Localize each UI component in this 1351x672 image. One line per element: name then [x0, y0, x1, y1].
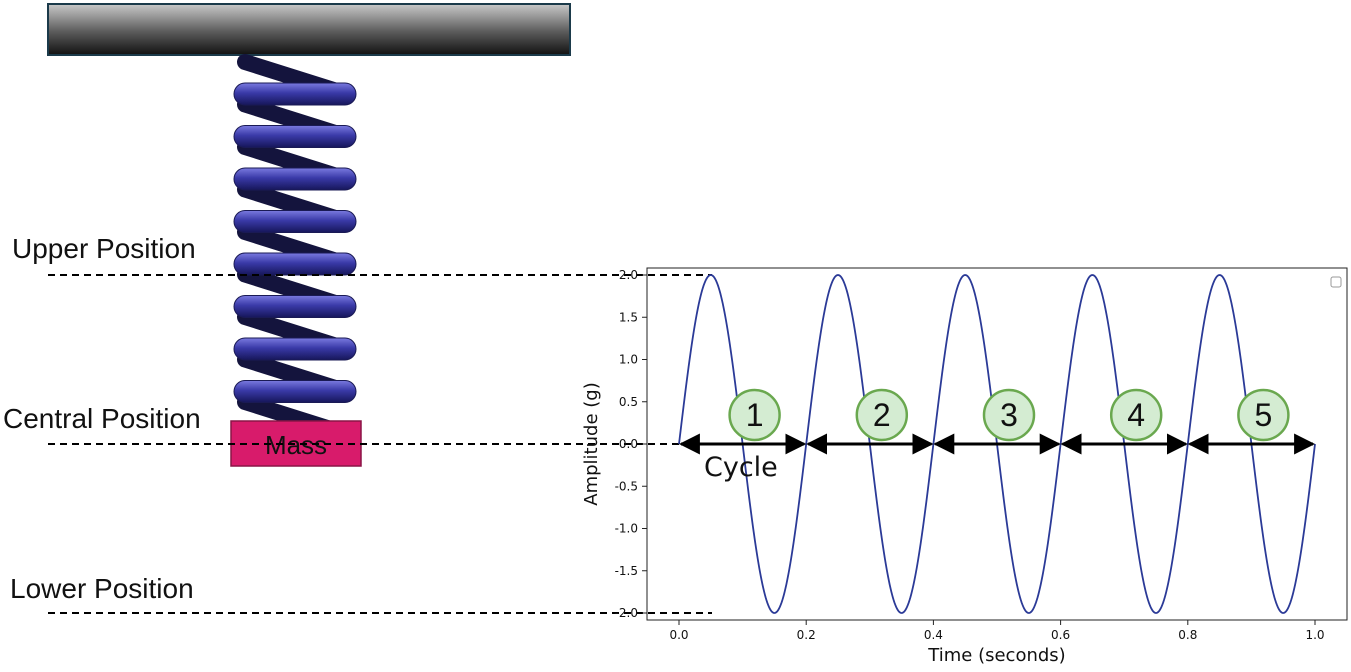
- lower-position-label: Lower Position: [10, 573, 194, 604]
- y-tick-label: 2.0: [619, 268, 638, 282]
- x-tick-label: 0.0: [669, 628, 688, 642]
- x-tick-label: 0.2: [797, 628, 816, 642]
- cycle-badge: 1: [728, 388, 781, 442]
- spring-coil: [233, 295, 357, 318]
- y-axis-title: Amplitude (g): [581, 382, 602, 505]
- spring-coil: [233, 380, 357, 403]
- cycle-badge-number: 5: [1255, 397, 1273, 433]
- y-tick-label: 1.0: [619, 353, 638, 367]
- amplitude-plot: 0.0 0.2 0.4 0.6 0.8 1.0 2.0 1.5 1.0 0.5 0.0 -0.5 -1…: [581, 267, 1348, 666]
- cycle-label: Cycle: [704, 452, 778, 483]
- x-tick-label: 0.8: [1178, 628, 1197, 642]
- spring-coil: [233, 82, 357, 106]
- cycle-badge-circle: [855, 388, 909, 442]
- ceiling-block: [47, 3, 571, 56]
- upper-position-label: Upper Position: [12, 233, 196, 264]
- cycle-badge: 3: [982, 388, 1036, 442]
- spring-coil: [233, 125, 357, 148]
- x-tick-label: 0.6: [1051, 628, 1070, 642]
- y-tick-label: -1.0: [615, 522, 638, 536]
- y-tick-label: 0.5: [619, 395, 638, 409]
- y-tick-label: 0.0: [619, 437, 638, 451]
- y-tick-label: -0.5: [615, 479, 638, 493]
- cycle-badge-number: 4: [1127, 397, 1145, 433]
- spring-coil: [233, 252, 357, 276]
- cycle-badge-number: 3: [1000, 397, 1018, 433]
- cycle-badge: 5: [1237, 388, 1290, 442]
- cycle-badge-circle: [982, 388, 1036, 442]
- cycle-badge-number: 1: [746, 397, 764, 433]
- spring-coil: [233, 210, 357, 233]
- spring-coil: [233, 167, 357, 191]
- cycle-badge-circle: [1237, 388, 1290, 442]
- y-tick-label: 1.5: [619, 310, 638, 324]
- cycle-badge: 2: [855, 388, 909, 442]
- cycle-badge-circle: [728, 388, 781, 442]
- spring-coil: [233, 337, 357, 361]
- cycle-badge-number: 2: [873, 397, 891, 433]
- x-axis-title: Time (seconds): [927, 645, 1065, 666]
- spring: [233, 54, 357, 446]
- cycle-badge: 4: [1109, 388, 1163, 442]
- y-tick-label: -1.5: [615, 564, 638, 578]
- x-tick-label: 1.0: [1305, 628, 1324, 642]
- central-position-label: Central Position: [3, 403, 201, 434]
- x-tick-label: 0.4: [924, 628, 943, 642]
- y-tick-label: -2.0: [615, 606, 638, 620]
- legend-box: [1330, 276, 1342, 288]
- cycle-badge-circle: [1109, 388, 1163, 442]
